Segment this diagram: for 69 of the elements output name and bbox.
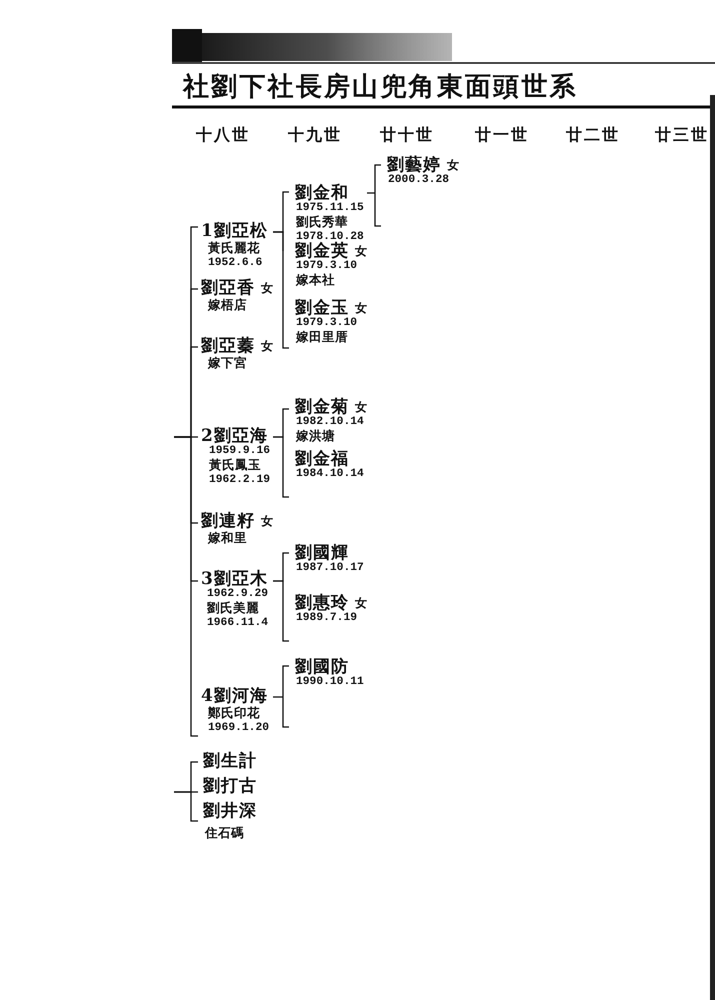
date-text: 1975.11.15 [296,202,364,214]
person-name: 劉國輝 [295,544,349,562]
bracket-connector [273,580,289,642]
person-name: 劉連籽 [201,512,255,530]
date-text: 1990.10.11 [296,676,364,688]
date-text: 2000.3.28 [388,174,450,186]
marriage-note: 嫁田里厝 [296,329,348,346]
person-name: 劉金英 [295,242,349,260]
person-name: 劉金和 [295,184,349,202]
person-name: 劉金玉 [295,299,349,317]
person-name: 1劉亞松 [201,222,268,240]
bracket-connector [174,436,198,737]
spouse-name: 鄭氏印花 [208,705,260,722]
generation-label: 廿三世 [655,126,709,144]
person-name: 劉亞蓁 [201,337,255,355]
person-name: 劉國防 [295,658,349,676]
date-text: 1952.6.6 [208,257,262,269]
person-name: 劉打古 [203,777,257,795]
date-text: 1989.7.19 [296,612,358,624]
gender-mark: 女 [355,400,367,414]
person-name: 劉生計 [203,752,257,770]
page-title: 社劉下社長房山兜角東面頭世系 [183,72,578,102]
person-name: 3劉亞木 [201,570,268,588]
date-text: 1979.3.10 [296,260,358,272]
bracket-connector [273,231,289,349]
date-text: 1962.2.19 [209,474,270,486]
gender-mark: 女 [355,301,367,315]
date-text: 1966.11.4 [207,617,268,629]
person-name: 劉亞香 [201,279,255,297]
marriage-note: 嫁洪塘 [296,428,335,445]
generation-label: 廿十世 [380,126,434,144]
gender-mark: 女 [261,514,273,528]
generation-label: 十八世 [196,126,250,144]
date-text: 1962.9.29 [207,588,268,600]
bracket-connector [366,164,382,227]
date-text: 1979.3.10 [296,317,358,329]
gender-mark: 女 [355,596,367,610]
gender-mark: 女 [447,158,459,172]
person-name: 4劉河海 [201,687,268,705]
gender-mark: 女 [355,244,367,258]
person-name: 劉藝婷 [387,156,441,174]
date-text: 1987.10.17 [296,562,364,574]
generation-label: 十九世 [288,126,342,144]
gender-mark: 女 [261,281,273,295]
spouse-name: 黃氏鳳玉 [209,457,261,474]
generation-label: 廿二世 [566,126,620,144]
bracket-connector [174,791,198,822]
date-text: 1984.10.14 [296,468,364,480]
spouse-name: 劉氏美麗 [207,600,259,617]
marriage-note: 嫁和里 [208,530,247,547]
person-name: 劉惠玲 [295,594,349,612]
spouse-name: 劉氏秀華 [296,214,348,231]
marriage-note: 嫁本社 [296,272,335,289]
date-text: 1959.9.16 [209,445,270,457]
gender-mark: 女 [261,339,273,353]
date-text: 1969.1.20 [208,722,270,734]
spouse-name: 黃氏麗花 [208,240,260,257]
person-name: 劉金菊 [295,398,349,416]
marriage-note: 嫁梧店 [208,297,247,314]
date-text: 1978.10.28 [296,231,364,243]
date-text: 1982.10.14 [296,416,364,428]
generation-label: 廿一世 [475,126,529,144]
person-name: 劉金福 [295,450,349,468]
bracket-connector [272,665,290,728]
person-name: 2劉亞海 [201,427,268,445]
marriage-note: 嫁下宮 [208,355,247,372]
bracket-connector [273,436,289,498]
person-name: 劉井深 [203,802,257,820]
residence-note: 住石碼 [205,825,244,842]
